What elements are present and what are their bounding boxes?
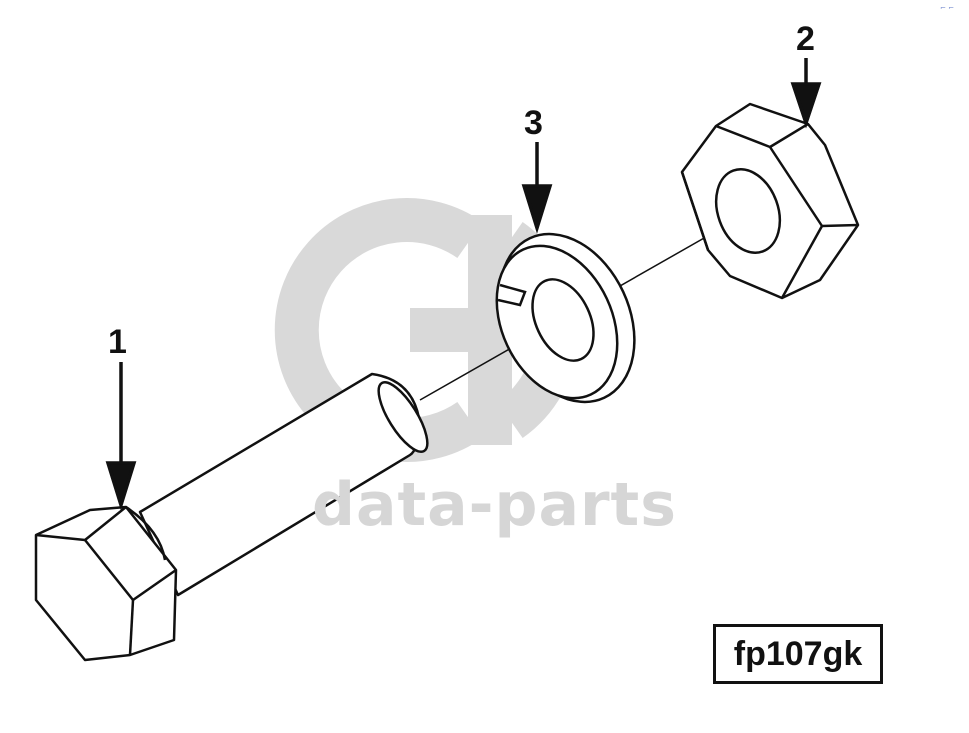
callout-label-3: 3: [524, 104, 543, 142]
arrow-head-3: [521, 184, 553, 234]
arrow-head-2: [790, 82, 822, 129]
bolt: [34, 372, 429, 662]
callout-label-2: 2: [796, 20, 815, 58]
corner-mark: ⌐ ⌐: [940, 4, 954, 12]
watermark-text: data-parts: [312, 470, 677, 540]
callout-label-1: 1: [108, 323, 127, 361]
hex-nut: [680, 102, 860, 300]
arrow-head-1: [105, 461, 137, 511]
lock-washer: [495, 232, 636, 404]
callout-arrows: [105, 58, 822, 511]
diagram-code-box: fp107gk: [713, 624, 883, 684]
